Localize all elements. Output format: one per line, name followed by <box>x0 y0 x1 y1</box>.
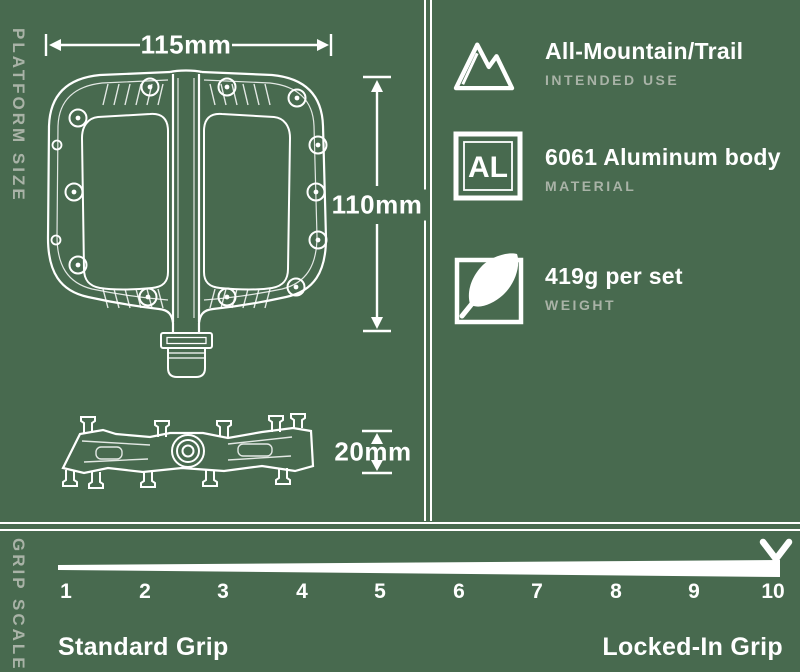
pedal-axle <box>161 333 212 377</box>
grip-scale-section-label: GRIP SCALE <box>9 538 28 672</box>
spec-row-weight: 419g per set WEIGHT <box>453 250 683 326</box>
width-dimension-line <box>46 34 331 56</box>
width-dimension-value: 115mm <box>140 29 232 60</box>
feather-icon <box>453 250 525 326</box>
intended-use-label: INTENDED USE <box>545 72 680 88</box>
mountain-icon <box>453 36 525 92</box>
intended-use-value: All-Mountain/Trail <box>545 38 744 64</box>
grip-tick-4: 4 <box>296 580 308 603</box>
grip-tick-10: 10 <box>761 580 785 603</box>
pedal-top-view-drawing <box>48 71 327 378</box>
grip-tick-2: 2 <box>139 580 151 603</box>
grip-scale-bar <box>58 560 780 577</box>
thickness-dimension-line <box>362 431 392 473</box>
spec-row-intended-use: All-Mountain/Trail INTENDED USE <box>453 36 743 92</box>
weight-value: 419g per set <box>545 263 683 289</box>
grip-max-label: Locked-In Grip <box>602 633 783 661</box>
platform-size-section-label: PLATFORM SIZE <box>9 28 28 203</box>
platform-windows <box>82 114 290 290</box>
height-dimension-line <box>363 77 391 331</box>
traction-ridges <box>103 84 270 308</box>
aluminum-symbol: AL <box>468 151 508 184</box>
grip-tick-3: 3 <box>217 580 229 603</box>
weight-label: WEIGHT <box>545 297 616 313</box>
grip-tick-8: 8 <box>610 580 622 603</box>
side-view-pins <box>63 414 305 488</box>
grip-indicator-chevron-icon <box>763 542 789 559</box>
pedal-side-view-drawing <box>63 414 313 488</box>
traction-pins <box>52 79 327 306</box>
aluminum-icon: AL <box>453 131 525 201</box>
grip-tick-1: 1 <box>60 580 72 603</box>
grip-tick-6: 6 <box>453 580 465 603</box>
grip-tick-7: 7 <box>531 580 543 603</box>
grip-tick-5: 5 <box>374 580 386 603</box>
grip-tick-9: 9 <box>688 580 700 603</box>
height-dimension-value: 110mm <box>327 189 427 221</box>
material-value: 6061 Aluminum body <box>545 144 781 170</box>
grip-min-label: Standard Grip <box>58 633 229 661</box>
thickness-dimension-value: 20mm <box>334 436 412 467</box>
column-divider <box>425 0 431 521</box>
material-label: MATERIAL <box>545 178 637 194</box>
spec-row-material: AL 6061 Aluminum body MATERIAL <box>453 131 781 201</box>
section-divider <box>0 523 800 530</box>
